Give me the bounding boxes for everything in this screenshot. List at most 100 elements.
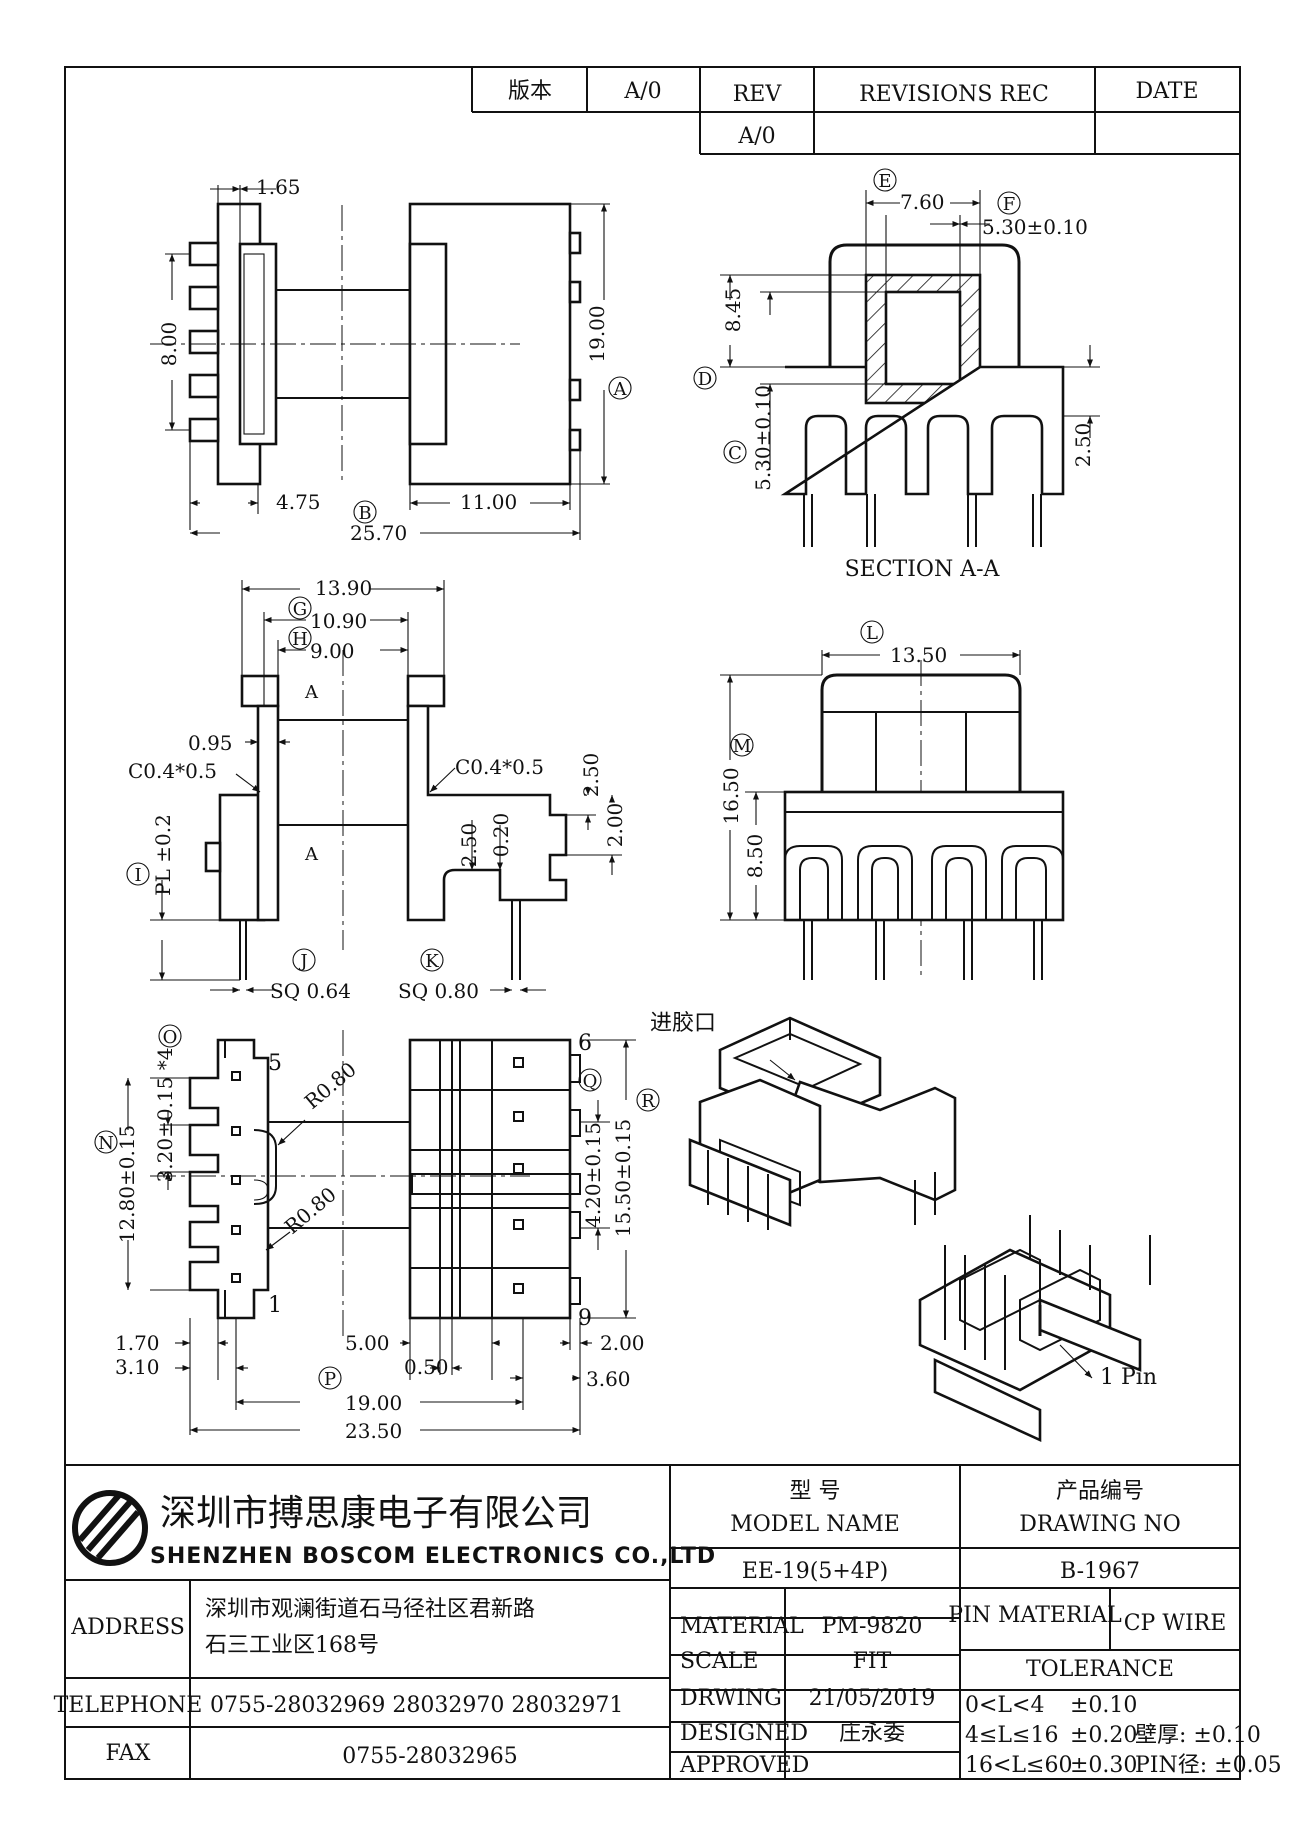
- approved-label: APPROVED: [679, 1753, 809, 1778]
- dim-3-10: 3.10: [115, 1355, 160, 1379]
- pin-label-6: 6: [578, 1031, 592, 1056]
- dim-13-50: 13.50: [890, 643, 947, 667]
- dim-2-00: 2.00: [603, 803, 627, 848]
- fax-value: 0755-28032965: [342, 1744, 517, 1769]
- pin-label-1: 1: [268, 1293, 282, 1318]
- dim-2-50-inner: 2.50: [457, 823, 481, 868]
- company-name-cn: 深圳市搏思康电子有限公司: [160, 1493, 592, 1534]
- telephone-label: TELEPHONE: [54, 1693, 203, 1718]
- dim-10-90: 10.90: [310, 609, 367, 633]
- callout-q: Q: [583, 1071, 598, 1092]
- section-mark-a-bottom: A: [304, 844, 319, 865]
- dim-r080-top: R0.80: [300, 1057, 361, 1114]
- revision-table: 版本 A/0 REV REVISIONS REC DATE A/0: [471, 67, 1240, 155]
- rev-label: REV: [733, 82, 783, 107]
- model-name-cn: 型 号: [790, 1479, 841, 1504]
- dim-0-20: 0.20: [489, 813, 513, 858]
- dim-8-00: 8.00: [157, 322, 181, 367]
- sheet-border: [64, 66, 1241, 1780]
- address-line-1: 深圳市观澜街道石马径社区君新路: [205, 1597, 535, 1622]
- iso-view-bottom: 1 Pin: [918, 1215, 1157, 1443]
- callout-k: K: [425, 951, 439, 972]
- designed-value: 庄永委: [839, 1721, 905, 1746]
- callout-e: E: [878, 171, 891, 192]
- tolerance-label: TOLERANCE: [1026, 1657, 1174, 1682]
- callout-j: J: [298, 951, 307, 972]
- dim-1-70: 1.70: [115, 1331, 160, 1355]
- company-logo: [72, 1490, 148, 1566]
- drawing-date-label: DRWING: [680, 1686, 782, 1711]
- dim-11-00: 11.00: [460, 490, 517, 514]
- dim-5-30-top: 5.30±0.10: [982, 215, 1088, 239]
- dim-15-50: 15.50±0.15: [611, 1119, 635, 1238]
- version-label: 版本: [508, 79, 552, 104]
- tolerance-value-3: ±0.30: [1070, 1753, 1137, 1778]
- dim-0-95: 0.95: [188, 731, 233, 755]
- company-name-en: SHENZHEN BOSCOM ELECTRONICS CO.,LTD: [150, 1544, 716, 1569]
- revisions-label: REVISIONS REC: [859, 82, 1049, 107]
- callout-g: G: [293, 599, 307, 620]
- dim-16-50: 16.50: [719, 767, 743, 824]
- title-block: 深圳市搏思康电子有限公司 SHENZHEN BOSCOM ELECTRONICS…: [54, 1464, 1282, 1779]
- dim-2-50-right: 2.50: [579, 753, 603, 798]
- drawing-date-value: 21/05/2019: [809, 1686, 936, 1711]
- fax-label: FAX: [106, 1741, 151, 1766]
- date-label: DATE: [1135, 79, 1198, 104]
- top-left-view: 1.65 8.00 4.75 25.70 11.00 19.00 A B: [150, 175, 632, 545]
- dim-25-70: 25.70: [350, 521, 407, 545]
- designed-label: DESIGNED: [680, 1721, 808, 1746]
- dim-12-80: 12.80±0.15: [115, 1125, 139, 1244]
- callout-f: F: [1003, 194, 1016, 215]
- callout-r: R: [641, 1091, 655, 1112]
- iso-view-top: 进胶口: [650, 1011, 957, 1230]
- dim-19-00: 19.00: [585, 305, 609, 362]
- callout-d: D: [698, 369, 712, 390]
- pin-material-label: PIN MATERIAL: [948, 1603, 1122, 1628]
- dim-pl: PL ±0.2: [151, 814, 175, 896]
- dim-sq-064: SQ 0.64: [270, 979, 351, 1003]
- material-label: MATERIAL: [680, 1614, 804, 1639]
- dim-3-60: 3.60: [586, 1367, 631, 1391]
- dim-2-00-bottom: 2.00: [600, 1331, 645, 1355]
- callout-m: M: [733, 736, 751, 757]
- drawing-no-en: DRAWING NO: [1019, 1512, 1181, 1537]
- dim-sq-080: SQ 0.80: [398, 979, 479, 1003]
- tolerance-range-1: 0<L<4: [965, 1693, 1044, 1718]
- drawing-no-cn: 产品编号: [1056, 1479, 1144, 1504]
- dim-2-50-section: 2.50: [1071, 423, 1095, 468]
- callout-p: P: [324, 1369, 336, 1390]
- callout-l: L: [866, 623, 878, 644]
- tolerance-range-2: 4≤L≤16: [965, 1723, 1058, 1748]
- dim-8-50: 8.50: [743, 834, 767, 879]
- dim-13-90: 13.90: [315, 576, 372, 600]
- dim-4-75: 4.75: [276, 490, 321, 514]
- address-line-2: 石三工业区168号: [205, 1633, 379, 1658]
- dim-9-00: 9.00: [310, 639, 355, 663]
- section-view: 7.60 5.30±0.10 8.45 5.30±0.10 2.50 E F D…: [693, 168, 1100, 582]
- tolerance-range-3: 16<L≤60: [965, 1753, 1072, 1778]
- callout-i: I: [134, 865, 141, 886]
- middle-left-view: A A 13.90 10.90 9.00 0.95 C0.4*0.5 C0.4*…: [126, 576, 627, 1003]
- scale-value: FIT: [853, 1649, 892, 1674]
- dim-0-50: 0.50: [404, 1355, 449, 1379]
- pin-one-label: 1 Pin: [1100, 1365, 1157, 1390]
- dim-4-20: 4.20±0.15: [581, 1122, 605, 1228]
- version-value: A/0: [623, 79, 661, 104]
- callout-b: B: [358, 503, 371, 524]
- tolerance-value-2: ±0.20: [1070, 1723, 1137, 1748]
- dim-5-30-side: 5.30±0.10: [751, 385, 775, 491]
- dim-23-50: 23.50: [345, 1419, 402, 1443]
- pin-material-value: CP WIRE: [1124, 1611, 1227, 1636]
- dim-r080-bottom: R0.80: [280, 1182, 341, 1239]
- rev-row-value: A/0: [737, 124, 775, 149]
- callout-h: H: [292, 629, 308, 650]
- telephone-value: 0755-28032969 28032970 28032971: [210, 1693, 623, 1718]
- callout-n: N: [98, 1133, 114, 1154]
- dim-1-65: 1.65: [256, 175, 301, 199]
- dim-c04-left: C0.4*0.5: [128, 759, 217, 783]
- section-caption: SECTION A-A: [845, 557, 1001, 582]
- middle-right-view: 13.50 16.50 8.50 L M: [719, 620, 1065, 980]
- dim-7-60: 7.60: [900, 190, 945, 214]
- gate-label: 进胶口: [650, 1011, 716, 1036]
